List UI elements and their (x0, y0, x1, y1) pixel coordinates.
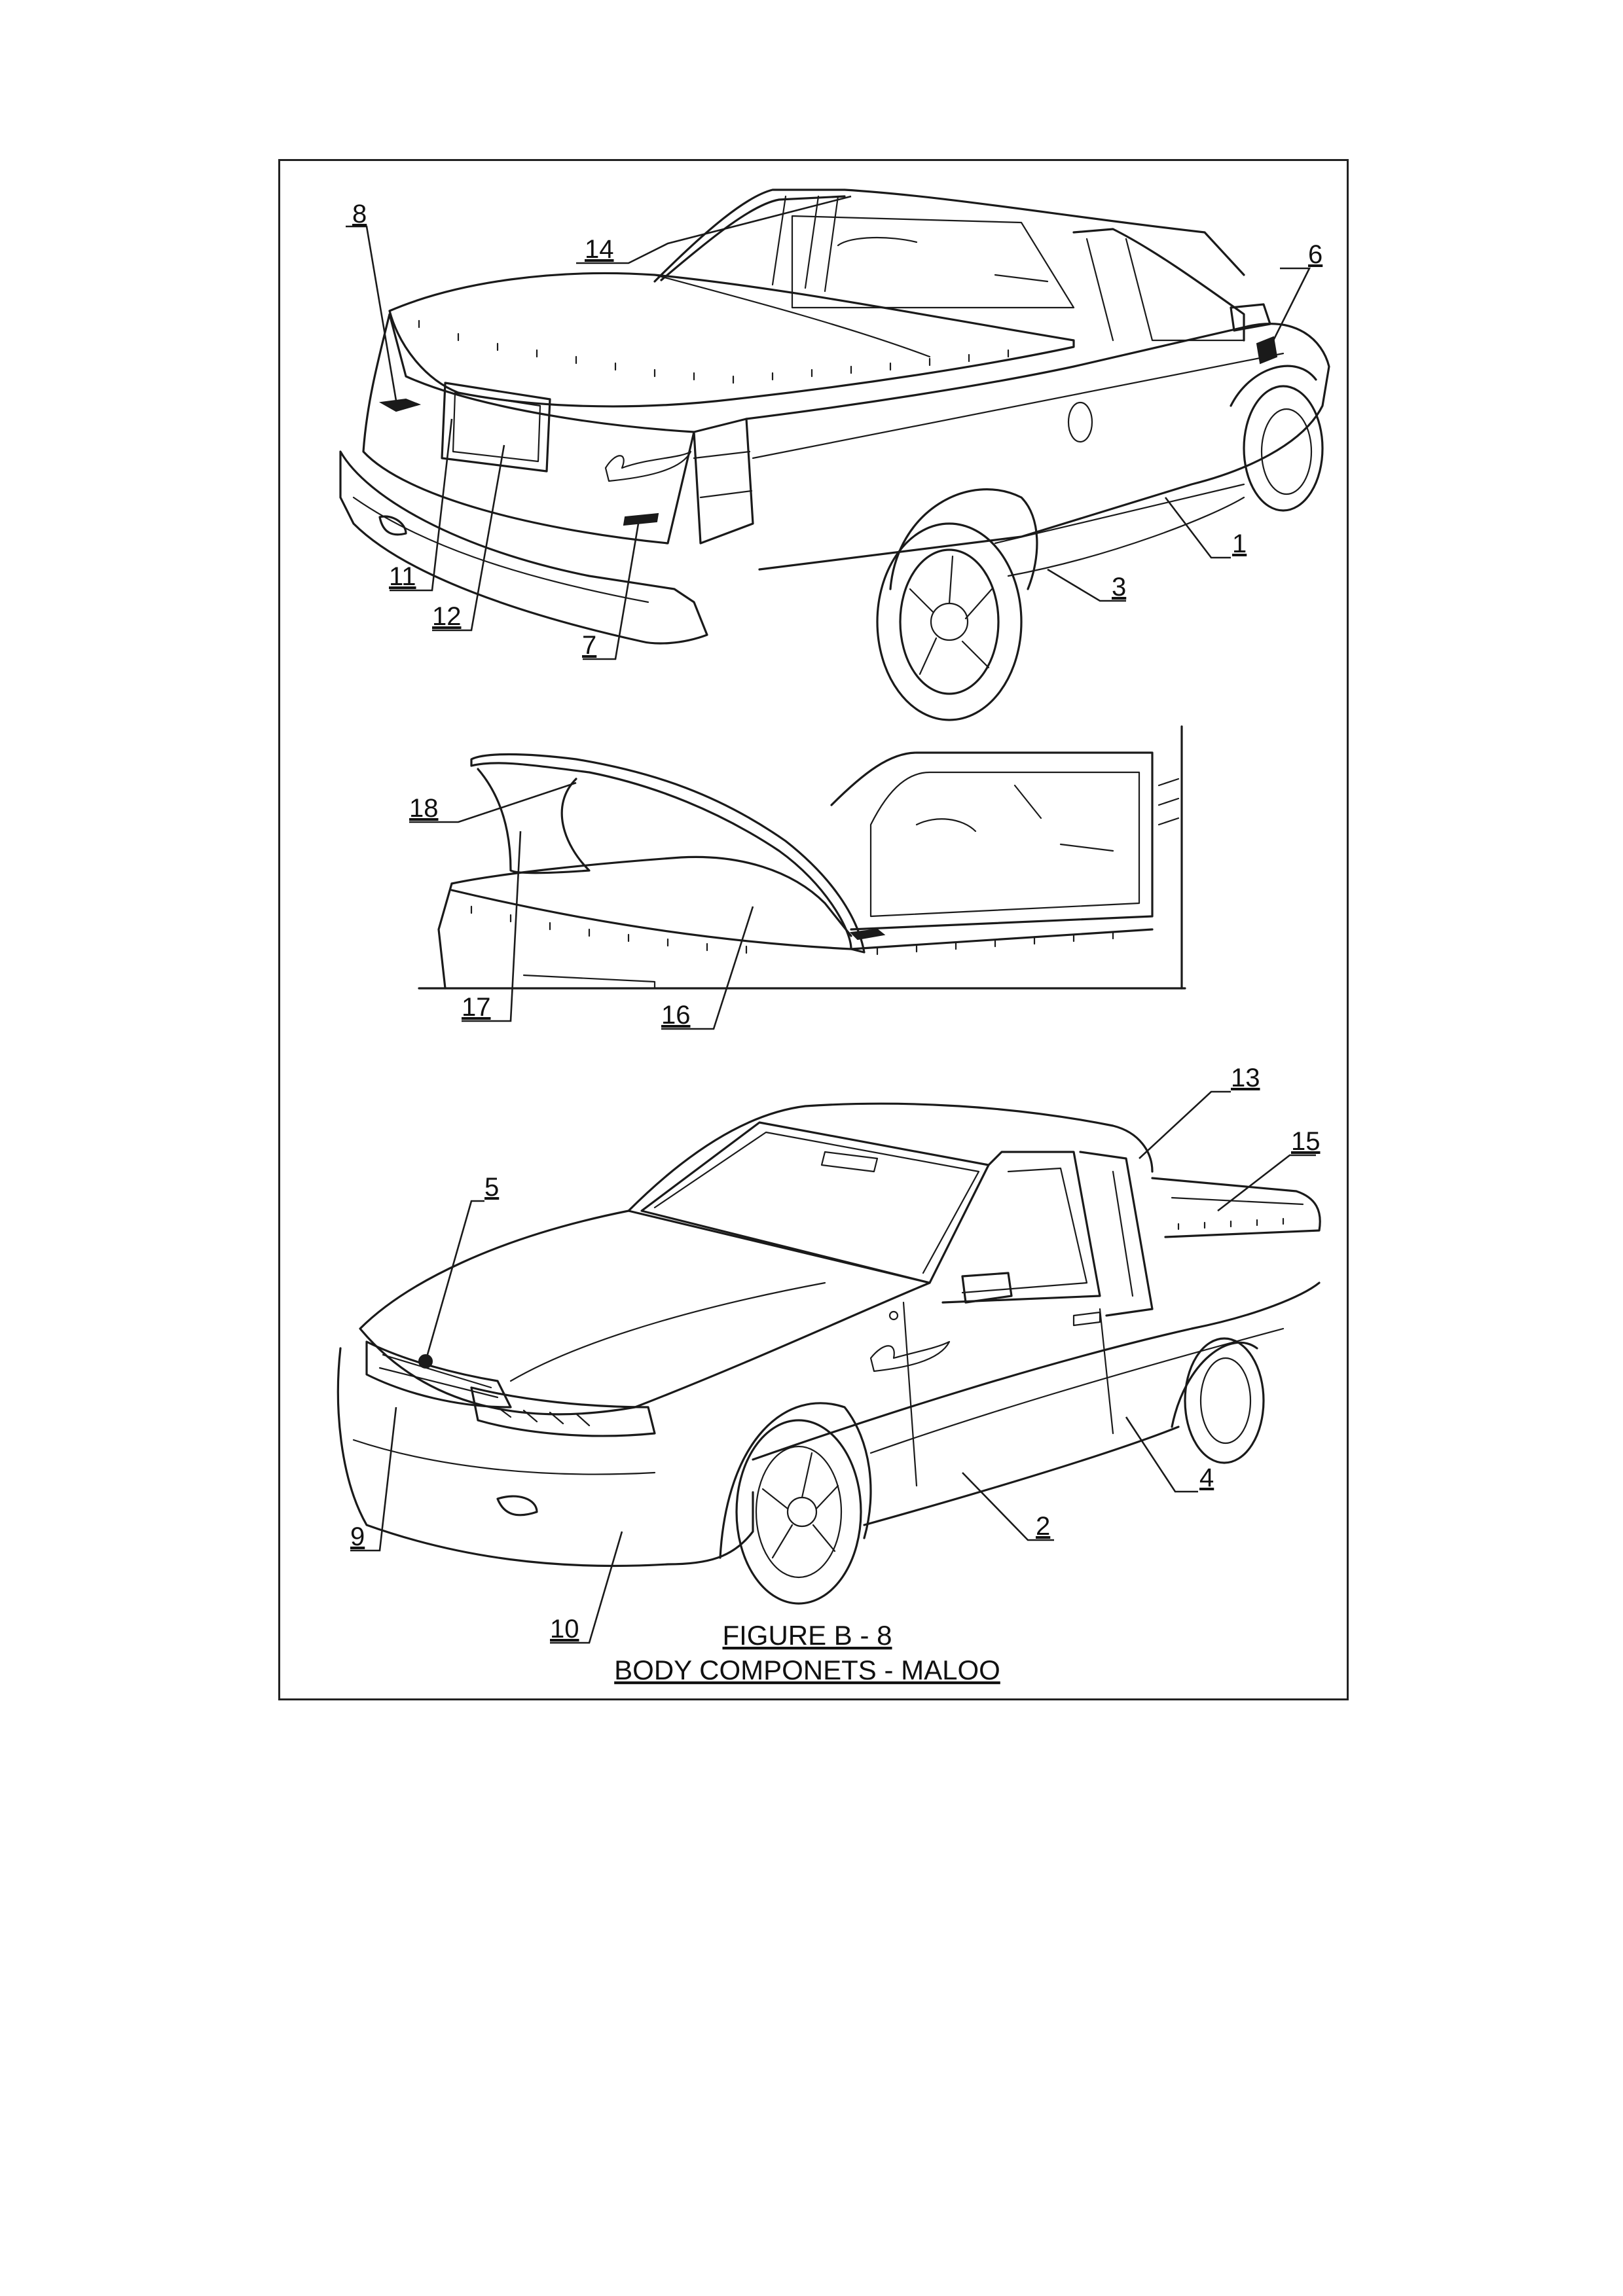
callout-9: 9 (350, 1522, 365, 1551)
callout-8: 8 (352, 200, 367, 228)
leader-lines (346, 196, 1316, 1643)
callout-12: 12 (432, 602, 462, 631)
callout-18: 18 (409, 794, 439, 823)
callout-11: 11 (389, 562, 416, 591)
callout-1: 1 (1232, 529, 1247, 558)
figure-caption-subtitle: BODY COMPONETS - MALOO (614, 1655, 1000, 1685)
tonneau-open-illustration (419, 726, 1185, 988)
callout-7: 7 (582, 631, 596, 660)
rear-view-illustration (340, 190, 1329, 720)
callout-6: 6 (1308, 240, 1322, 269)
callout-3: 3 (1112, 573, 1126, 601)
callout-13: 13 (1231, 1064, 1260, 1092)
callout-17: 17 (462, 993, 491, 1022)
callout-4: 4 (1199, 1463, 1214, 1492)
callout-16: 16 (661, 1001, 691, 1030)
callout-14: 14 (585, 235, 614, 264)
callout-10: 10 (550, 1615, 579, 1643)
figure-caption-title: FIGURE B - 8 (722, 1620, 892, 1651)
callout-5: 5 (484, 1173, 499, 1202)
callout-15: 15 (1291, 1127, 1321, 1156)
callout-2: 2 (1036, 1512, 1050, 1541)
